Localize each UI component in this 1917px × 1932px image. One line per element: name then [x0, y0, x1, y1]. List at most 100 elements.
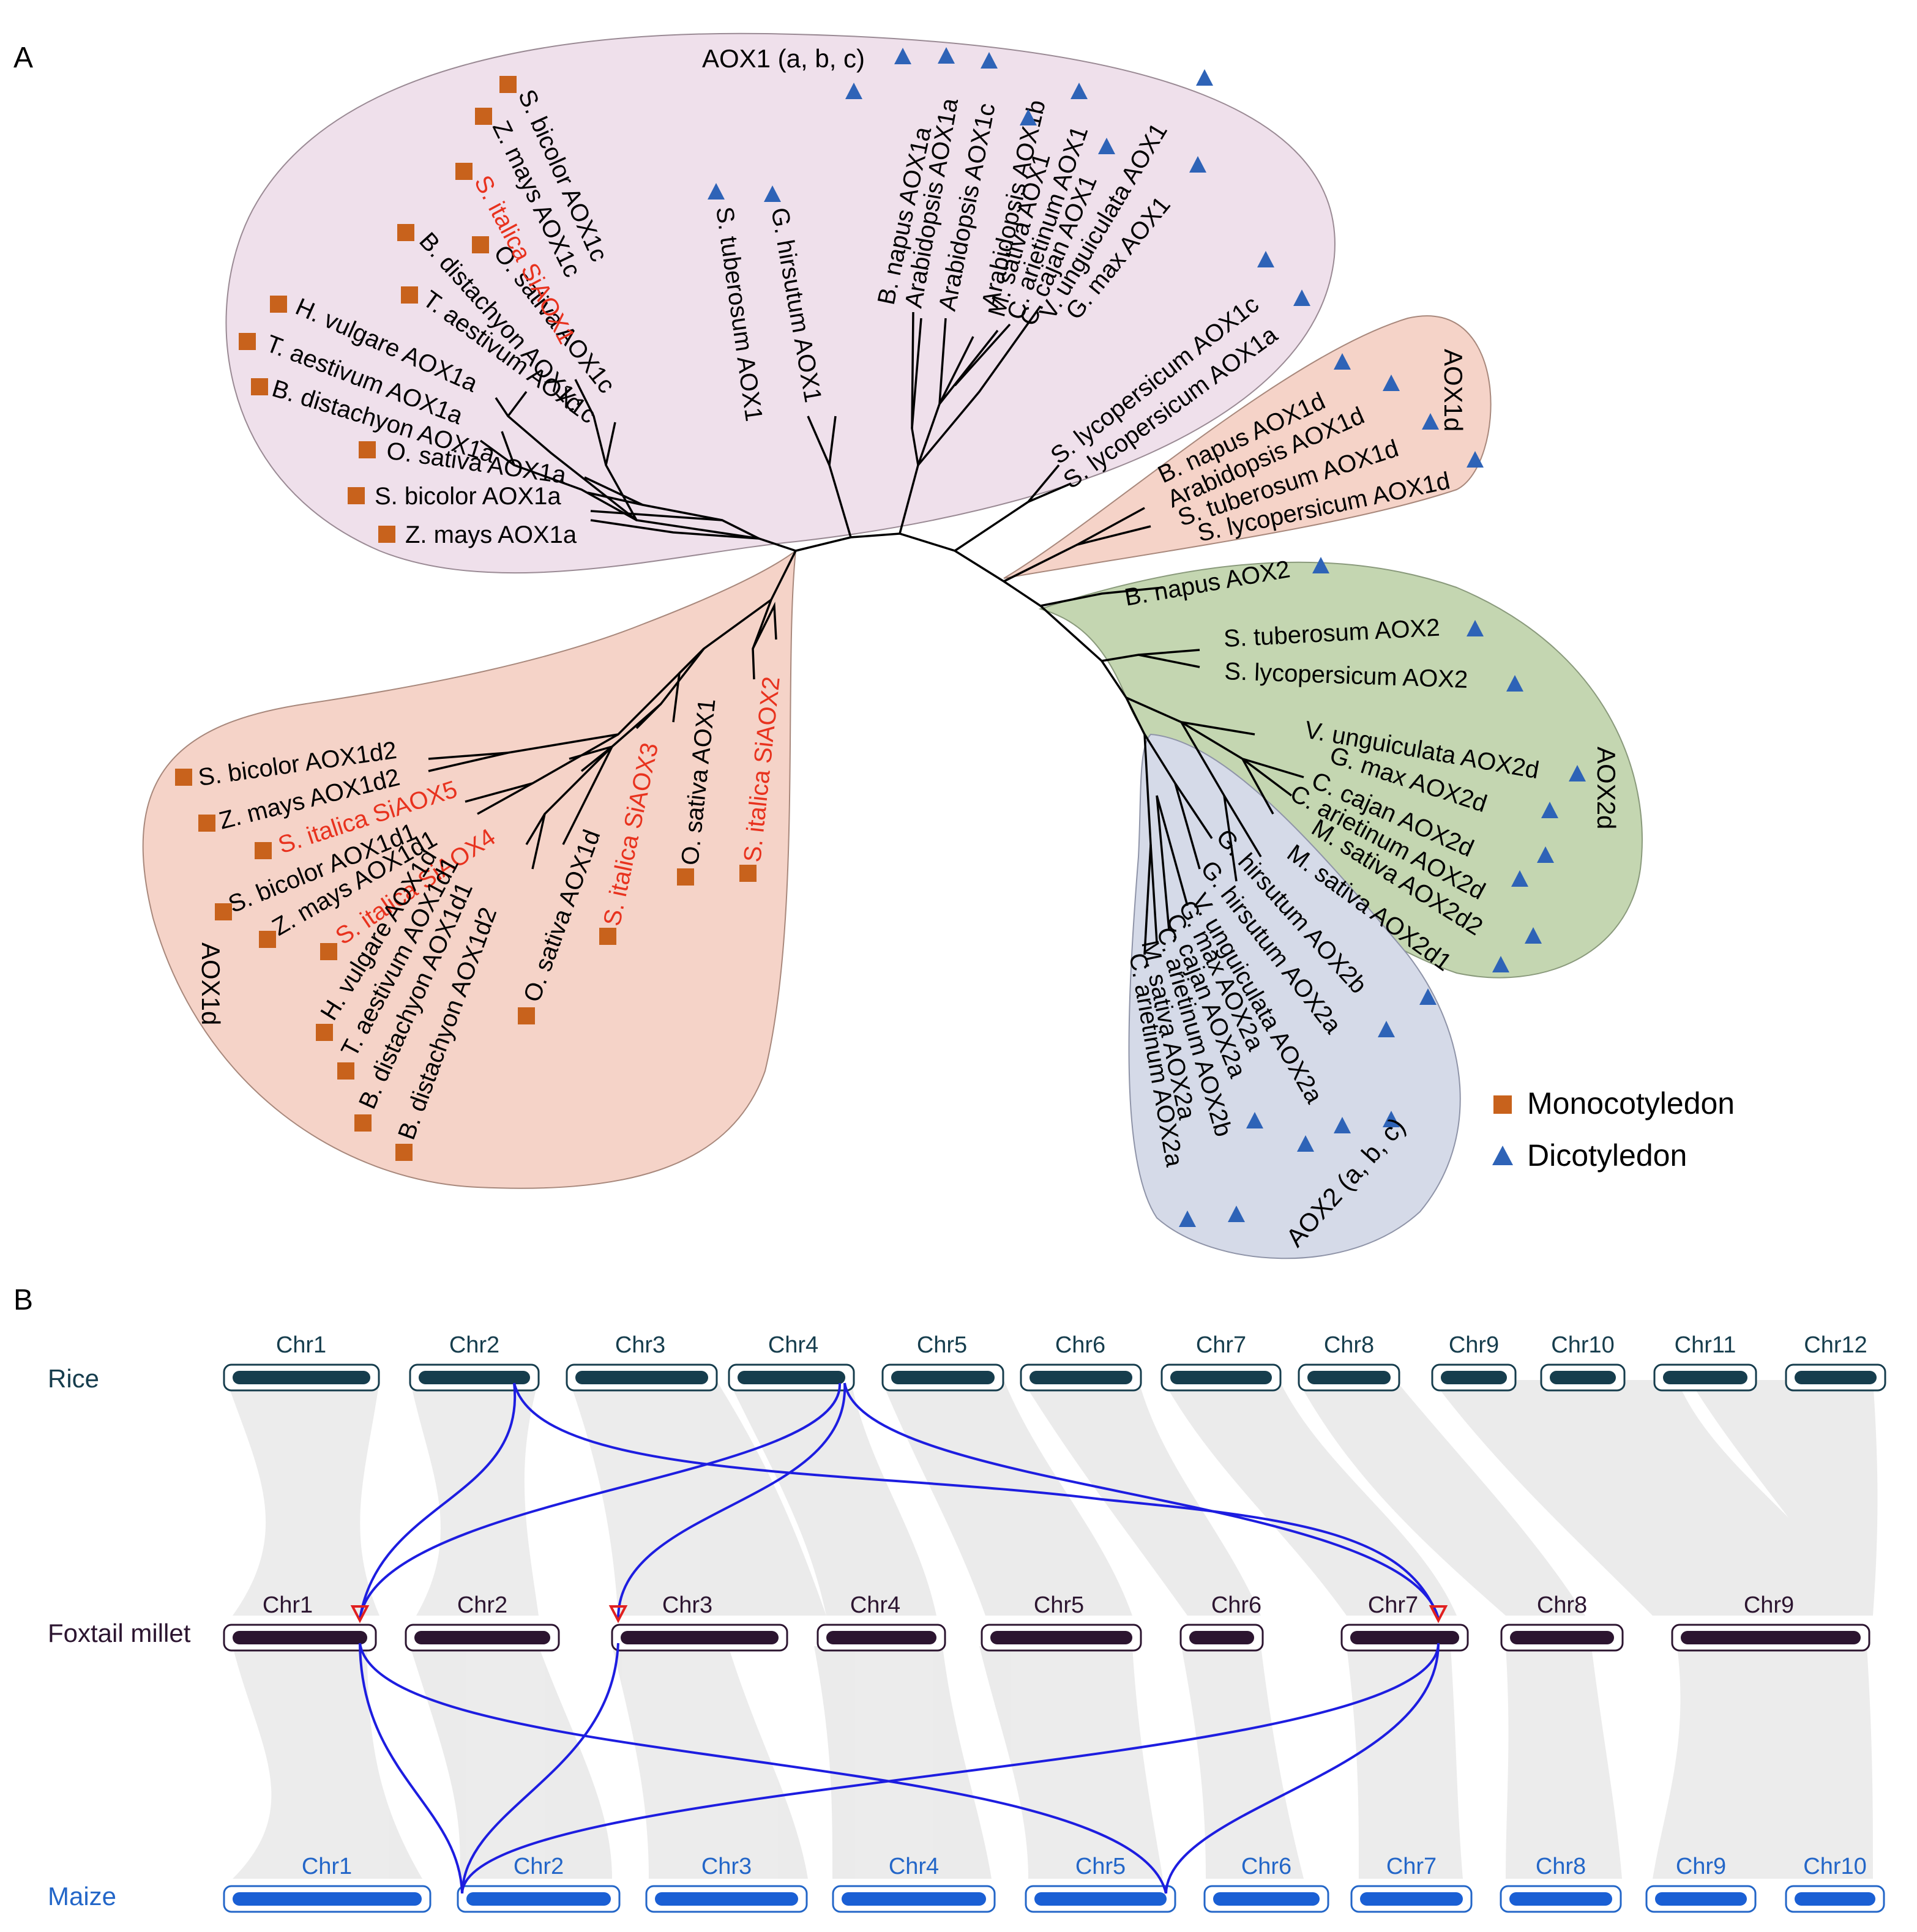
chr-label: Chr7 — [1196, 1332, 1246, 1358]
millet-chr7[interactable]: Chr7 — [1340, 1592, 1469, 1652]
chr-label: Chr9 — [1676, 1854, 1726, 1879]
chr-label: Chr3 — [662, 1592, 712, 1618]
monocot-square-icon — [251, 378, 268, 395]
chr-label: Chr5 — [1075, 1854, 1126, 1879]
rice-chr8[interactable]: Chr8 — [1298, 1332, 1400, 1392]
millet-chr1[interactable]: Chr1 — [223, 1592, 377, 1652]
chr-label: Chr7 — [1386, 1854, 1437, 1879]
monocot-square-icon — [378, 526, 395, 543]
millet-chromosomes: Chr1 Chr2 Chr3 Chr4 Chr5 — [223, 1592, 1870, 1652]
collinear-gene-links — [359, 1382, 1440, 1894]
maize-chr6[interactable]: Chr6 — [1203, 1854, 1329, 1913]
rice-chr1[interactable]: Chr1 — [223, 1332, 380, 1392]
panel-a-label: A — [13, 42, 33, 74]
rice-chr11[interactable]: Chr11 — [1653, 1332, 1757, 1392]
monocot-square-icon — [337, 1062, 354, 1080]
chr-label: Chr5 — [1034, 1592, 1084, 1618]
chr-label: Chr6 — [1241, 1854, 1291, 1879]
species-label-rice: Rice — [48, 1364, 99, 1393]
rice-chromosomes: Chr1 Chr2 Chr3 Chr4 Chr5 — [223, 1332, 1886, 1392]
link-millet-chr3-maize-chr2 — [461, 1643, 619, 1894]
leaf-label: S. bicolor AOX1a — [375, 483, 561, 510]
chr-label: Chr6 — [1055, 1332, 1105, 1358]
monocot-square-icon — [397, 224, 414, 241]
millet-chr5[interactable]: Chr5 — [981, 1592, 1142, 1652]
chr-label: Chr1 — [263, 1592, 313, 1618]
synteny-background — [226, 1380, 1878, 1879]
rice-chr10[interactable]: Chr10 — [1540, 1332, 1626, 1392]
millet-chr4[interactable]: Chr4 — [816, 1592, 946, 1652]
chr-label: Chr11 — [1675, 1332, 1736, 1358]
monocot-square-icon — [348, 487, 365, 504]
monocot-square-icon — [239, 333, 256, 350]
monocot-square-icon — [677, 868, 694, 886]
aox1d-left-clade-background — [142, 549, 797, 1189]
monocot-square-icon — [316, 1024, 333, 1041]
link-millet-chr7-maize-chr2 — [461, 1643, 1440, 1894]
rice-chr7[interactable]: Chr7 — [1160, 1332, 1282, 1392]
millet-chr6[interactable]: Chr6 — [1179, 1592, 1264, 1652]
dicot-legend-icon — [1492, 1146, 1513, 1165]
chr-label: Chr12 — [1804, 1332, 1867, 1358]
legend-monocot-label: Monocotyledon — [1527, 1086, 1735, 1121]
marker-siaox3-triangle-icon — [608, 1605, 628, 1624]
rice-chr6[interactable]: Chr6 — [1020, 1332, 1142, 1392]
chr-label: Chr8 — [1536, 1854, 1586, 1879]
rice-chr4[interactable]: Chr4 — [728, 1332, 855, 1392]
panel-b-synteny-map: B Rice Foxtail millet Maize — [13, 1284, 1886, 1913]
millet-chr3[interactable]: Chr3 — [611, 1592, 788, 1652]
link-millet-chr7-maize-chr5 — [1165, 1643, 1440, 1894]
monocot-square-icon — [475, 108, 492, 125]
rice-chr12[interactable]: Chr12 — [1785, 1332, 1886, 1392]
maize-chr9[interactable]: Chr9 — [1645, 1854, 1757, 1913]
chr-label: Chr8 — [1324, 1332, 1374, 1358]
chr-label: Chr10 — [1551, 1332, 1615, 1358]
rice-chr5[interactable]: Chr5 — [881, 1332, 1004, 1392]
monocot-square-icon — [472, 236, 489, 253]
monocot-square-icon — [401, 286, 418, 304]
link-rice-chr2-millet-chr1 — [359, 1382, 517, 1619]
monocot-square-icon — [320, 943, 337, 960]
tree-branches — [428, 305, 1304, 955]
panel-b-label: B — [13, 1284, 33, 1316]
chr-label: Chr2 — [449, 1332, 499, 1358]
chr-label: Chr8 — [1537, 1592, 1587, 1618]
aox1-clade-title: AOX1 (a, b, c) — [702, 44, 865, 73]
millet-chr9[interactable]: Chr9 — [1671, 1592, 1870, 1652]
maize-chr1[interactable]: Chr1 — [223, 1854, 432, 1913]
chr-label: Chr4 — [768, 1332, 818, 1358]
millet-chr2[interactable]: Chr2 — [405, 1592, 560, 1652]
maize-chr10[interactable]: Chr10 — [1785, 1854, 1885, 1913]
maize-chr5[interactable]: Chr5 — [1025, 1854, 1176, 1913]
monocot-square-icon — [175, 769, 192, 786]
chr-label: Chr10 — [1803, 1854, 1867, 1879]
chr-label: Chr9 — [1744, 1592, 1794, 1618]
monocot-square-icon — [198, 815, 215, 832]
monocot-square-icon — [599, 928, 616, 945]
dicot-triangle-icon — [1196, 69, 1213, 86]
rice-chr2[interactable]: Chr2 — [409, 1332, 540, 1392]
maize-chr3[interactable]: Chr3 — [645, 1854, 808, 1913]
maize-chr7[interactable]: Chr7 — [1350, 1854, 1473, 1913]
chr-label: Chr6 — [1211, 1592, 1261, 1618]
legend-dicot-label: Dicotyledon — [1527, 1138, 1687, 1173]
maize-chr8[interactable]: Chr8 — [1500, 1854, 1622, 1913]
maize-chromosomes: Chr1 Chr2 Chr3 Chr4 Chr5 — [223, 1854, 1885, 1913]
leaf-label: Z. mays AOX1a — [405, 521, 577, 548]
monocot-square-icon — [270, 296, 287, 313]
monocot-square-icon — [354, 1114, 372, 1132]
millet-chr8[interactable]: Chr8 — [1500, 1592, 1624, 1652]
species-label-foxtail-millet: Foxtail millet — [48, 1619, 191, 1647]
monocot-square-icon — [259, 931, 276, 948]
legend: Monocotyledon Dicotyledon — [1492, 1086, 1735, 1173]
monocot-square-icon — [455, 163, 473, 180]
chr-label: Chr1 — [302, 1854, 352, 1879]
monocot-legend-icon — [1493, 1095, 1512, 1114]
aox2d-clade-title: AOX2d — [1592, 747, 1621, 829]
maize-chr2[interactable]: Chr2 — [457, 1854, 621, 1913]
maize-chr4[interactable]: Chr4 — [832, 1854, 996, 1913]
rice-chr3[interactable]: Chr3 — [566, 1332, 718, 1392]
rice-chr9[interactable]: Chr9 — [1431, 1332, 1517, 1392]
link-rice-chr4-millet-chr3 — [617, 1382, 846, 1619]
